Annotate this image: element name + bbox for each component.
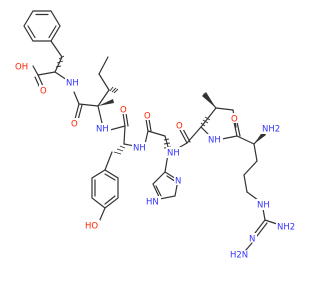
ile2-methyl-solid-wedge — [202, 92, 216, 108]
tyr-benzyl-bond — [104, 151, 113, 171]
ile1-solid-wedge — [98, 99, 114, 106]
ile2-hashed-wedge — [200, 116, 211, 127]
his-nh-label: NH — [167, 149, 180, 159]
tyr-hashed-wedge — [113, 145, 126, 155]
imidazole-double-2 — [155, 185, 162, 197]
tyr-calpha-bond — [123, 125, 126, 145]
acid-oh-label: OH — [15, 63, 28, 73]
arg-calpha-bond — [236, 135, 255, 145]
arg-chain-bond-3 — [243, 174, 248, 193]
ile1-nh-bond — [97, 105, 103, 124]
ile2-ethyl-bond-1 — [215, 107, 234, 111]
arg-solid-wedge — [254, 131, 266, 144]
tyr-ring-double-1 — [104, 173, 116, 181]
arg-nh2-label: NH2 — [262, 125, 280, 135]
arg-carbonyl-o-label: O — [231, 115, 238, 125]
ile1-calpha-bond — [78, 103, 99, 107]
tyr-carbonyl-o-b — [125, 112, 129, 127]
tyr-carbonyl-o-label: O — [120, 106, 127, 116]
phe-nh-label: NH — [66, 79, 79, 89]
tyr-phenol-oh-label: HO — [85, 222, 98, 232]
phe-calpha-bond — [54, 56, 63, 73]
his-carbonyl-bond — [144, 130, 149, 145]
phe-carboxyl-bond — [37, 71, 56, 76]
ile1-cbeta-bond — [97, 89, 110, 107]
tyr-carbonyl-bond — [109, 125, 126, 131]
arg-chain-bond-1 — [253, 143, 258, 162]
his-carbonyl-o-label: O — [144, 112, 151, 122]
guanidine-double-a — [254, 219, 266, 234]
ile2-carbonyl-o-a — [179, 129, 188, 144]
tyr-ring-double-2 — [104, 195, 116, 205]
ile2-cbeta-bond — [200, 107, 217, 128]
ile2-carbonyl-o-b — [182, 128, 191, 143]
arg-carbonyl-o-b — [236, 121, 241, 137]
ile1-ethyl-bond-2 — [98, 56, 109, 75]
tyr-phenol-ring — [91, 169, 119, 209]
phenyl-ring — [23, 10, 61, 42]
guanidine-nh-label: NH — [257, 201, 270, 211]
tyr-nh-label: NH — [133, 144, 146, 154]
ile2-nh-label: NH — [208, 136, 221, 146]
ile1-methyl-hashed-wedge — [109, 86, 119, 94]
arg-carbonyl-o-a — [233, 121, 238, 137]
molecule-structure-diagram: OH O NH O NH O HO NH O N HN NH O NH O NH… — [14, 10, 298, 261]
guanidine-nh2-label: NH2 — [277, 223, 295, 233]
ile1-carbonyl-nh-bond — [73, 91, 80, 105]
ile1-ethyl-bond-1 — [98, 73, 110, 91]
carboxyl-double-bond-a — [37, 74, 44, 87]
phenyl-double-bond-2 — [48, 25, 57, 39]
guanidine-n-label: N — [249, 235, 255, 245]
tyr-phenol-oh-bond — [98, 207, 106, 223]
acid-o-label: O — [40, 87, 47, 97]
guanidine-double-b — [256, 222, 268, 237]
carboxyl-oh-bond — [32, 65, 39, 76]
guanidine-n-h2n-bond — [245, 242, 253, 251]
ile1-carbonyl-o-label: O — [71, 120, 78, 130]
ile1-carbonyl-o-b — [77, 104, 83, 121]
ile1-nh-label: NH — [96, 125, 109, 135]
arg-carbonyl-bond — [221, 135, 238, 140]
phenyl-double-bond-3 — [27, 25, 36, 39]
ile2-calpha-bond — [186, 126, 202, 144]
ile2-carbonyl-o-label: O — [176, 122, 183, 132]
tyr-carbonyl-o-a — [122, 112, 126, 127]
his-carbonyl-o-b — [148, 118, 152, 132]
molecule-svg: OH O NH O NH O HO NH O N HN NH O NH O NH… — [14, 10, 298, 261]
guanidine-h2n-label: H2N — [230, 251, 248, 261]
stereo-bond-layer — [55, 55, 266, 155]
benzyl-bond — [50, 40, 63, 58]
imidazole-n-label: N — [175, 177, 181, 187]
arg-chain-bond-2 — [243, 160, 258, 176]
his-carbonyl-o-a — [145, 118, 149, 132]
phe-hashed-wedge — [55, 55, 65, 68]
his-calpha-bond — [147, 130, 166, 137]
imidazole-hn-label: HN — [146, 198, 159, 208]
atom-label-layer: OH O NH O NH O HO NH O N HN NH O NH O NH… — [14, 61, 298, 261]
ile1-carbonyl-o-a — [74, 103, 80, 120]
